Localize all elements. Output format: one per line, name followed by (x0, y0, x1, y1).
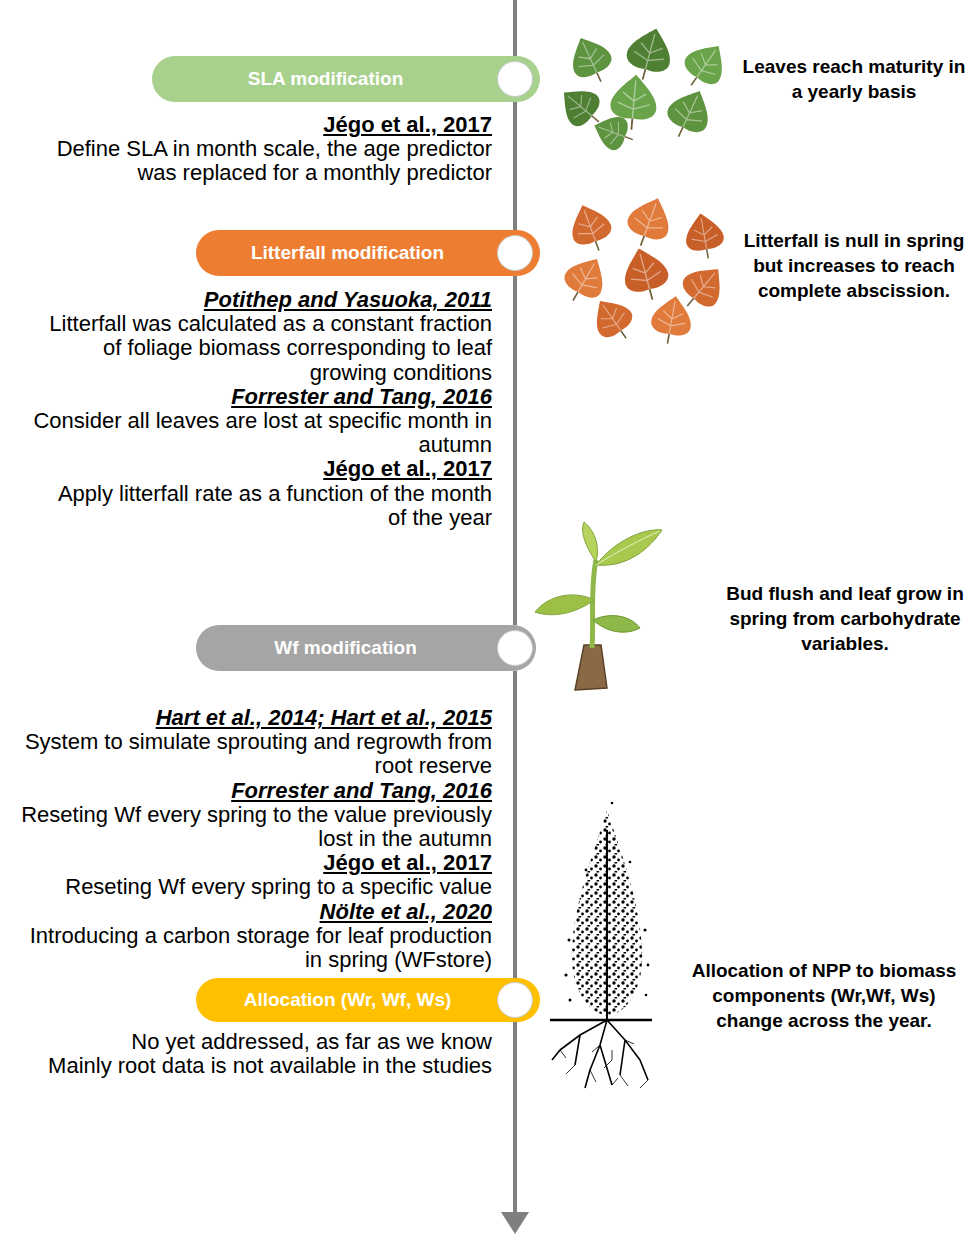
stage-title: Wf modification (274, 637, 416, 659)
stage-title: Allocation (Wr, Wf, Ws) (244, 989, 452, 1011)
timeline-axis (513, 0, 517, 56)
stage-title: SLA modification (248, 68, 404, 90)
method-note: Apply litterfall rate as a function of t… (42, 482, 492, 530)
citation: Jégo et al., 2017 (12, 851, 492, 875)
timeline-arrowhead (501, 1212, 529, 1234)
timeline-axis (513, 1022, 517, 1214)
poplar-tree (550, 802, 652, 1088)
timeline-segment (513, 102, 517, 230)
stage-description: Bud flush and leaf grow in spring from c… (722, 581, 968, 656)
method-note: Reseting Wf every spring to a specific v… (10, 875, 492, 899)
method-note: Reseting Wf every spring to the value pr… (10, 803, 492, 851)
timeline-segment (513, 276, 517, 625)
stage-description: Allocation of NPP to biomass components … (680, 958, 968, 1033)
method-note: No yet addressed, as far as we know (12, 1030, 492, 1054)
stage-pill: SLA modification (152, 56, 540, 102)
citation: Forrester and Tang, 2016 (12, 779, 492, 803)
sprout (535, 522, 662, 690)
citation: Jégo et al., 2017 (12, 457, 492, 481)
citation: Potithep and Yasuoka, 2011 (12, 288, 492, 312)
timeline-dot (497, 982, 533, 1018)
stage-pill: Litterfall modification (196, 230, 540, 276)
citation: Hart et al., 2014; Hart et al., 2015 (12, 706, 492, 730)
stage-pill: Wf modification (196, 625, 536, 671)
citation: Forrester and Tang, 2016 (12, 385, 492, 409)
timeline-segment (513, 671, 517, 978)
method-note: Introducing a carbon storage for leaf pr… (16, 924, 492, 972)
citation: Jégo et al., 2017 (12, 113, 492, 137)
fallen-leaves (556, 191, 734, 349)
stage-description: Litterfall is null in spring but increas… (740, 228, 968, 303)
citation: Nölte et al., 2020 (12, 900, 492, 924)
stage-pill: Allocation (Wr, Wf, Ws) (196, 978, 540, 1022)
method-note: Define SLA in month scale, the age predi… (42, 137, 492, 185)
method-note: Consider all leaves are lost at specific… (24, 409, 492, 457)
method-note: System to simulate sprouting and regrowt… (10, 730, 492, 778)
timeline-dot (497, 61, 533, 97)
green-leaves (552, 23, 735, 156)
method-note: Mainly root data is not available in the… (12, 1054, 492, 1078)
stage-title: Litterfall modification (251, 242, 444, 264)
timeline-dot (497, 235, 533, 271)
stage-description: Leaves reach maturity in a yearly basis (740, 54, 968, 104)
timeline-dot (497, 630, 533, 666)
method-note: Litterfall was calculated as a constant … (37, 312, 492, 385)
